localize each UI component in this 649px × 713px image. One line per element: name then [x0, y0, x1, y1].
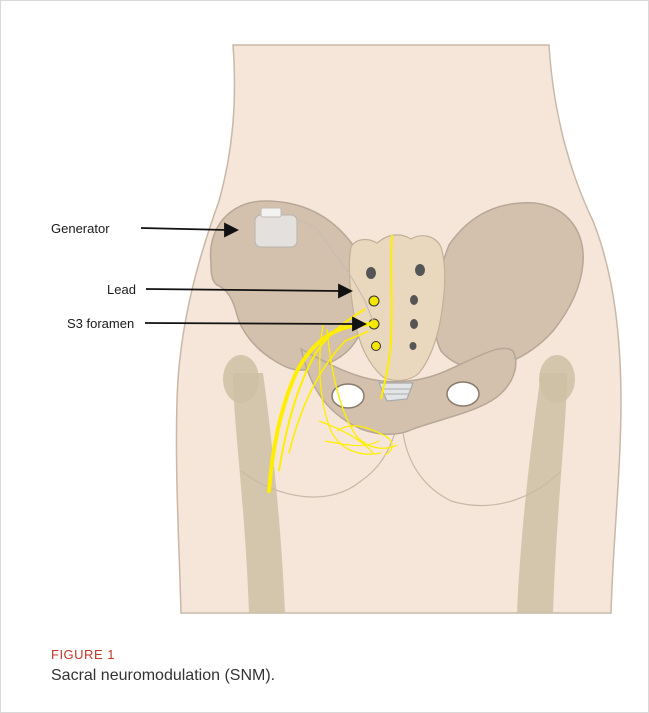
- figure-number: FIGURE 1: [51, 647, 115, 662]
- generator-device: [255, 215, 297, 247]
- sacral-foramen: [415, 264, 425, 276]
- sacral-foramen-s2: [369, 296, 379, 306]
- sacral-foramen: [410, 295, 418, 305]
- sacral-foramen: [410, 342, 417, 350]
- lead-label: Lead: [107, 282, 136, 297]
- generator-header: [261, 208, 281, 217]
- left-femur-head: [223, 355, 259, 403]
- s3-foramen-label: S3 foramen: [67, 316, 134, 331]
- figure-caption: Sacral neuromodulation (SNM).: [51, 667, 275, 685]
- right-obturator-foramen: [447, 382, 479, 406]
- generator-label: Generator: [51, 221, 110, 236]
- sacral-foramen: [366, 267, 376, 279]
- sacral-foramen-s4: [372, 342, 381, 351]
- sacral-foramen: [410, 319, 418, 329]
- right-femur-head: [539, 355, 575, 403]
